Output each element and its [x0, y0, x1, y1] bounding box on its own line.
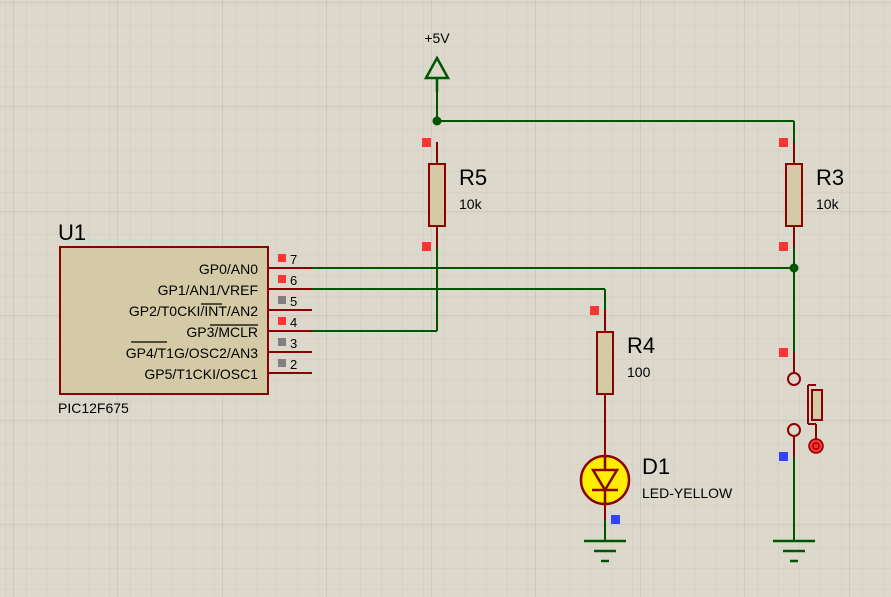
- u1-pin-name: GP2/T0CKI/INT/AN2: [129, 303, 258, 319]
- u1-pin-number: 2: [290, 357, 297, 372]
- u1-pin-name: GP5/T1CKI/OSC1: [144, 366, 258, 382]
- r4-value: 100: [627, 364, 651, 380]
- u1-pin6-state: [278, 275, 286, 283]
- u1-body: [59, 246, 269, 395]
- r3-ref: R3: [816, 165, 844, 190]
- r5-ref: R5: [459, 165, 487, 190]
- r4-pin-top: [590, 306, 599, 315]
- power-label: +5V: [424, 30, 450, 46]
- u1-pin-number: 7: [290, 252, 297, 267]
- d1-value: LED-YELLOW: [642, 485, 733, 501]
- r5-body: [428, 163, 446, 227]
- u1-pin4-state: [278, 317, 286, 325]
- r4-body: [596, 331, 614, 395]
- r3-pin-top: [779, 138, 788, 147]
- power-terminal-5v[interactable]: [423, 55, 451, 92]
- u1-pin5-state: [278, 296, 286, 304]
- r5-pin-top: [422, 138, 431, 147]
- led-pin-cathode: [611, 515, 620, 524]
- u1-pin-name: GP3/MCLR: [186, 324, 258, 340]
- u1-pin3-state: [278, 338, 286, 346]
- u1-pin-name: GP4/T1G/OSC2/AN3: [126, 345, 258, 361]
- u1-part: PIC12F675: [58, 400, 129, 416]
- u1-pin-name: GP1/AN1/VREF: [158, 282, 258, 298]
- resistor-r3[interactable]: [779, 121, 803, 251]
- u1-pin-name: GP0/AN0: [199, 261, 258, 277]
- u1-pin2-state: [278, 359, 286, 367]
- u1-pin-number: 3: [290, 336, 297, 351]
- junction-dot: [432, 116, 442, 126]
- r4-ref: R4: [627, 333, 655, 358]
- d1-ref: D1: [642, 454, 670, 479]
- button-actuator: [811, 389, 823, 421]
- button-pin-bottom: [779, 452, 788, 461]
- r3-body: [785, 163, 803, 227]
- r5-value: 10k: [459, 196, 483, 212]
- r5-pin-bottom: [422, 242, 431, 251]
- u1-ref: U1: [58, 220, 86, 245]
- push-button[interactable]: [779, 268, 824, 461]
- led-d1[interactable]: [579, 415, 631, 524]
- resistor-r5[interactable]: [422, 138, 446, 251]
- r3-pin-bottom: [779, 242, 788, 251]
- ic-u1[interactable]: 7 6 5 4 3 2 GP0/AN0 GP1/AN1/VREF GP2/T0C…: [59, 246, 312, 395]
- ground-symbol-right[interactable]: [773, 539, 815, 563]
- u1-pin-number: 6: [290, 273, 297, 288]
- button-toggle-inner: [812, 442, 820, 450]
- resistor-r4[interactable]: [590, 289, 614, 415]
- wires: [312, 78, 794, 332]
- button-pin-top: [779, 348, 788, 357]
- button-toggle-icon[interactable]: [808, 438, 824, 454]
- r3-value: 10k: [816, 196, 840, 212]
- u1-pin-number: 5: [290, 294, 297, 309]
- u1-pin7-state: [278, 254, 286, 262]
- ground-symbol-left[interactable]: [584, 539, 626, 563]
- u1-pin-number: 4: [290, 315, 297, 330]
